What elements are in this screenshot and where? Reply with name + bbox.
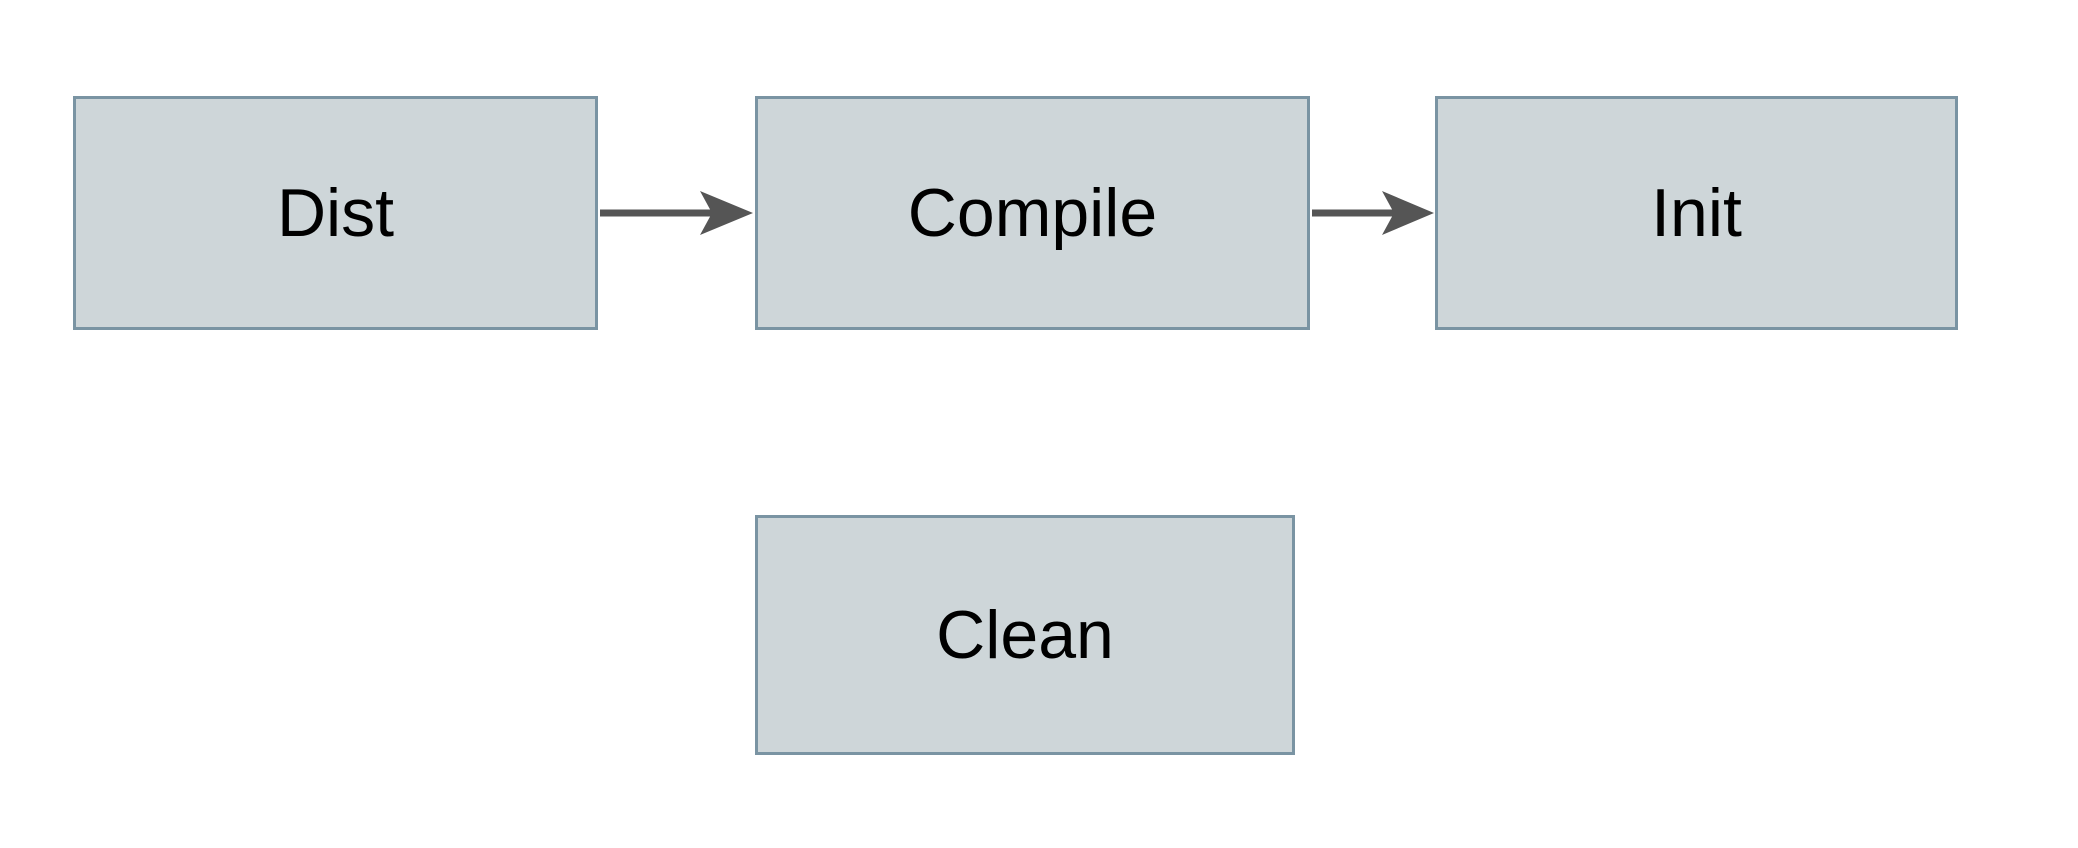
node-clean-label: Clean [936, 597, 1114, 673]
node-dist[interactable]: Dist [73, 96, 598, 330]
edge-dist-to-compile-arrowhead-icon [700, 191, 753, 235]
node-init-label: Init [1651, 175, 1742, 251]
node-compile-label: Compile [907, 175, 1158, 251]
edge-compile-to-init-arrowhead-icon [1382, 191, 1434, 235]
node-compile[interactable]: Compile [755, 96, 1310, 330]
node-init[interactable]: Init [1435, 96, 1958, 330]
node-dist-label: Dist [276, 175, 395, 251]
node-clean[interactable]: Clean [755, 515, 1295, 755]
edge-compile-to-init [1312, 191, 1434, 235]
edge-dist-to-compile [600, 191, 753, 235]
